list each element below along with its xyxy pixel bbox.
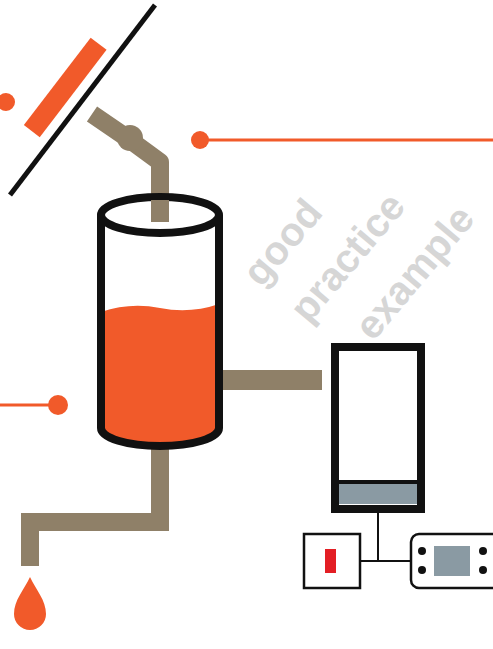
boiler	[335, 347, 421, 509]
pointer-dot	[191, 131, 209, 149]
boiler-pipe	[220, 370, 322, 390]
room-thermostat	[411, 534, 493, 588]
water-drop	[14, 577, 46, 630]
panel-frame	[10, 5, 155, 195]
pointer-line	[200, 139, 493, 142]
hot-water-cylinder	[101, 197, 219, 446]
pipe-valve	[117, 125, 143, 151]
pointer-dot	[48, 395, 68, 415]
pointer-dot	[0, 93, 15, 111]
control-switch	[304, 534, 360, 588]
hot-water-pipe	[30, 430, 160, 566]
control-wiring	[360, 513, 411, 561]
